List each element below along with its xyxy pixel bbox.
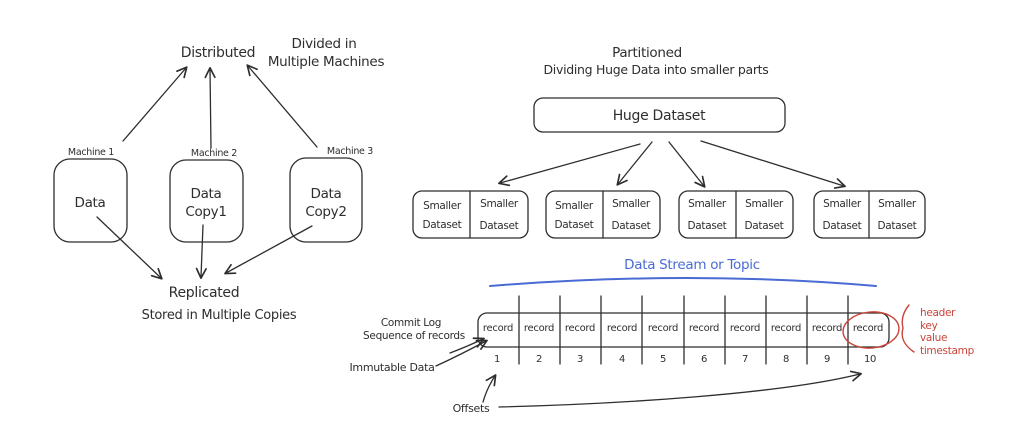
arrow-machine2-to-replicated [195,224,207,280]
divided-note-line1: Divided in [292,36,357,52]
arrow-machine1-to-replicated [96,216,163,280]
machine3-box [289,157,363,243]
distributed-title: Distributed [181,45,256,61]
partitioned-subtitle: Dividing Huge Data into smaller parts [543,62,768,77]
record-cell: record [483,323,513,334]
arrow-machine2-to-distributed [204,66,216,149]
arrow-huge-to-partition4 [700,140,846,189]
arrow-offsets-to-first [482,374,497,403]
partition4-cell1-line1: Smaller [823,198,862,210]
record-cell: record [853,323,883,334]
commit-log-label-line2: Sequence of records [363,330,465,342]
arrow-huge-to-partition1 [498,143,641,187]
machine3-label: Machine 3 [327,146,373,157]
annotation-value: value [920,332,947,344]
replication-diagram: Distributed Divided in Multiple Machines… [53,36,385,323]
offset-number: 5 [660,354,666,365]
machine3-data-line2: Copy2 [305,204,346,220]
arrow-machine1-to-distributed [122,66,188,142]
replicated-subtitle: Stored in Multiple Copies [142,308,297,323]
offsets-label: Offsets [453,402,490,415]
machine3-data-line1: Data [310,186,341,202]
arrow-offsets-to-last [498,370,862,408]
stream-title: Data Stream or Topic [624,257,760,273]
offset-number: 7 [742,354,748,365]
machine1-data-label: Data [74,195,105,211]
partition3-cell2-line2: Dataset [744,220,783,232]
stream-brace-line [489,277,877,287]
divided-note-line2: Multiple Machines [268,54,385,70]
annotation-header: header [920,307,956,319]
partition4-cell2-line2: Dataset [877,220,916,232]
machine2-data-line1: Data [190,186,221,202]
annotation-key: key [920,320,938,332]
commit-log-label-line1: Commit Log [381,317,441,329]
offset-number: 10 [864,354,876,365]
replicated-title: Replicated [169,285,240,301]
partitioning-diagram: Partitioned Dividing Huge Data into smal… [412,45,926,239]
partition2-cell2-line2: Dataset [611,220,650,232]
offset-number: 3 [577,354,583,365]
offset-number: 9 [824,354,830,365]
record-cell: record [730,323,760,334]
machine1-label: Machine 1 [68,147,114,158]
machine2-label: Machine 2 [191,148,237,159]
offset-number: 1 [494,354,500,365]
commit-log-cell-dividers [518,295,849,365]
partition2-cell1-line2: Dataset [554,219,593,231]
partition3-cell1-line1: Smaller [688,198,727,210]
offset-number: 8 [783,354,789,365]
partition3-cell2-line1: Smaller [745,198,784,210]
partition4-cell2-line1: Smaller [878,198,917,210]
record-highlight-ellipse [842,311,900,349]
record-cell: record [771,323,801,334]
annotation-timestamp: timestamp [920,345,975,357]
record-cell: record [689,323,719,334]
partition2-cell2-line1: Smaller [612,198,651,210]
record-cell: record [524,323,554,334]
arrow-machine3-to-replicated [224,225,313,275]
partition1-cell1-line1: Smaller [423,200,462,212]
arrow-machine3-to-distributed [246,64,318,148]
offset-number: 2 [536,354,542,365]
stream-diagram: Data Stream or Topic record record recor… [349,257,974,415]
record-cell: record [565,323,595,334]
arrow-huge-to-partition2 [616,141,653,186]
record-cell: record [812,323,842,334]
partitioned-title: Partitioned [612,45,682,61]
record-cell: record [607,323,637,334]
arrow-immutable-to-record [435,339,488,367]
offset-number: 4 [619,354,625,365]
huge-dataset-box [533,97,786,133]
partition1-cell2-line2: Dataset [479,220,518,232]
partition3-cell1-line2: Dataset [687,220,726,232]
record-cell: record [648,323,678,334]
partition1-cell1-line2: Dataset [422,219,461,231]
machine2-data-line2: Copy1 [185,204,226,220]
immutable-data-label: Immutable Data [349,361,434,374]
partition1-cell2-line1: Smaller [480,198,519,210]
offset-number: 6 [701,354,707,365]
machine1-box [53,158,128,243]
partition4-cell1-line2: Dataset [822,220,861,232]
annotation-brace [901,304,915,353]
machine2-box [169,159,244,243]
arrow-huge-to-partition3 [668,141,706,188]
huge-dataset-label: Huge Dataset [613,108,706,124]
partition2-cell1-line1: Smaller [555,200,594,212]
